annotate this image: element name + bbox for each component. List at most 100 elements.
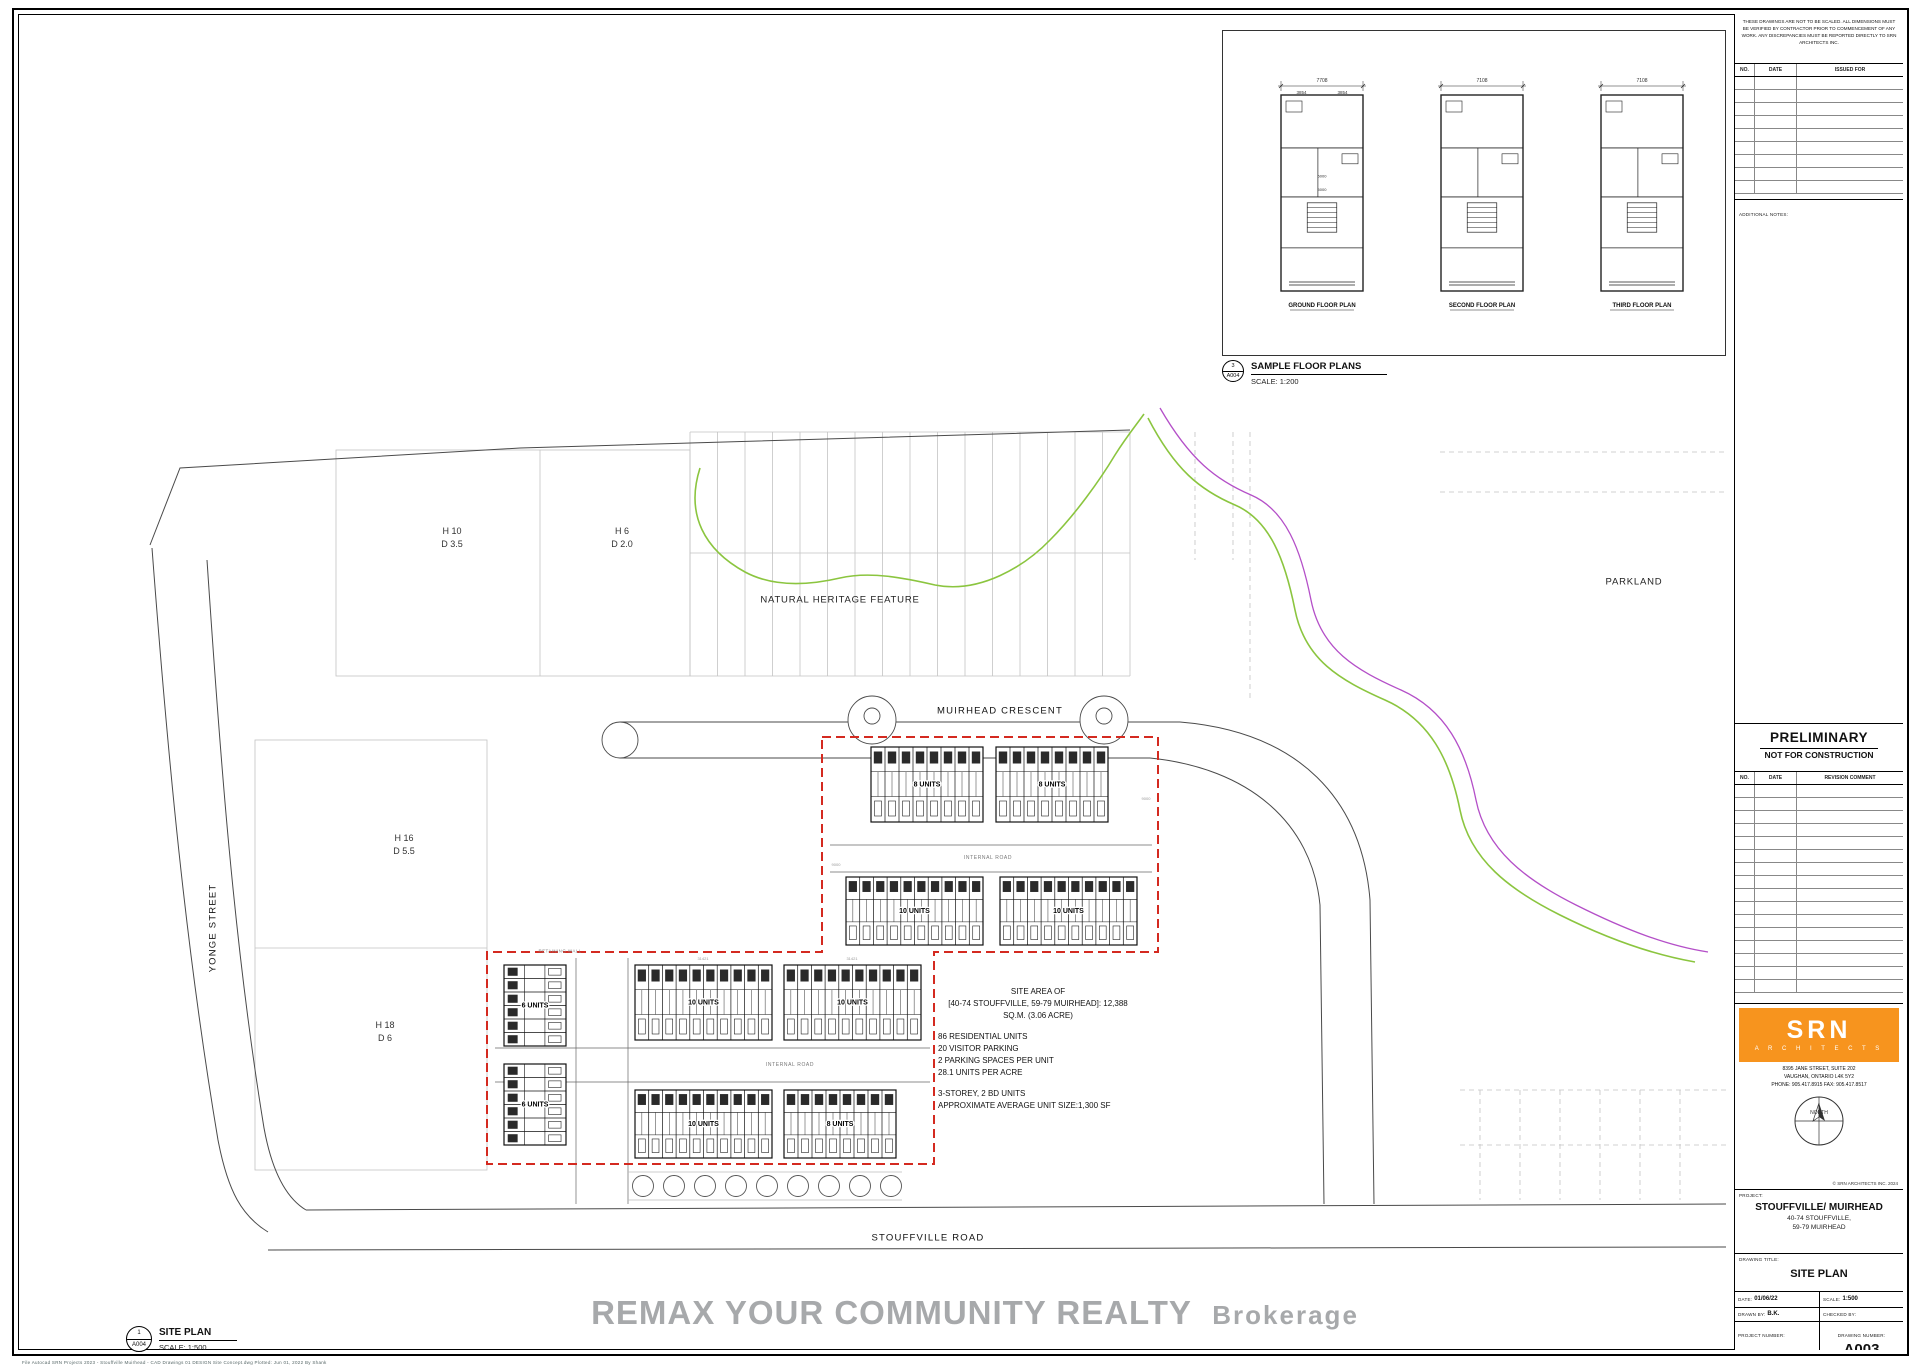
site-plan-title: SITE PLAN (159, 1326, 238, 1341)
srn-architects-logo: SRN A R C H I T E C T S (1739, 1008, 1899, 1062)
culdesac-bulbs (601, 695, 1129, 759)
table-cell (1735, 876, 1755, 888)
yonge-street-west-edge (151, 547, 269, 1233)
unit-count-label: 8 UNITS (914, 782, 941, 789)
tree-circle (725, 1175, 747, 1197)
table-row (1735, 155, 1903, 168)
table-header-row: NO. DATE ISSUED FOR (1735, 64, 1903, 77)
meta-box: DATE:01/06/22 SCALE:1:500 DRAWN BY:B.K. … (1735, 1292, 1903, 1322)
dimension-label: 7708 (1316, 78, 1327, 84)
col-no: NO. (1735, 772, 1755, 784)
stouffville-road-label: STOUFFVILLE ROAD (871, 1232, 985, 1244)
table-cell (1755, 928, 1797, 940)
townhouse-block: 10 UNITS (634, 964, 773, 1041)
tree-circle (849, 1175, 871, 1197)
dimension-label: 3854 (1296, 90, 1307, 95)
table-row (1735, 980, 1903, 993)
table-row (1735, 954, 1903, 967)
natural-heritage-feature-label: NATURAL HERITAGE FEATURE (760, 594, 920, 606)
table-cell (1797, 116, 1903, 128)
table-cell (1797, 798, 1903, 810)
table-cell (1735, 980, 1755, 992)
table-cell (1735, 181, 1755, 193)
table-cell (1735, 129, 1755, 141)
marker-sheet: A004 (1226, 373, 1240, 380)
number-box: PROJECT NUMBER: DRAWING NUMBER: A003 (1735, 1322, 1903, 1350)
firm-block: SRN A R C H I T E C T S 8395 JANE STREET… (1735, 1004, 1903, 1190)
col-date: DATE (1755, 772, 1797, 784)
additional-notes-box: ADDITIONAL NOTES: (1735, 200, 1903, 724)
site-area-text: SITE AREA OF [40-74 STOUFFVILLE, 59-79 M… (948, 987, 1128, 1020)
floor-plan-caption: THIRD FLOOR PLAN (1613, 303, 1672, 309)
table-row (1735, 876, 1903, 889)
table-cell (1755, 824, 1797, 836)
tree-circle (818, 1175, 840, 1197)
disclaimer-note: THESE DRAWINGS ARE NOT TO BE SCALED. ALL… (1735, 14, 1903, 64)
table-cell (1735, 902, 1755, 914)
watermark-sub: Brokerage (1212, 1300, 1359, 1330)
table-row (1735, 928, 1903, 941)
logo-subtext: A R C H I T E C T S (1754, 1046, 1884, 1052)
table-cell (1755, 155, 1797, 167)
heritage-line-upper (694, 413, 1145, 588)
drawing-title-value: SITE PLAN (1790, 1268, 1848, 1280)
table-cell (1797, 889, 1903, 901)
table-cell (1755, 954, 1797, 966)
internal-road-label: INTERNAL ROAD (963, 855, 1013, 861)
dimension-label: 5000 (1318, 187, 1328, 192)
table-cell (1755, 850, 1797, 862)
dimension-label: 7108 (1636, 78, 1647, 84)
checked-by-cell: CHECKED BY: (1819, 1306, 1903, 1321)
marker-number: 3 (1223, 361, 1243, 372)
table-cell (1735, 103, 1755, 115)
firm-copyright: © SRN ARCHITECTS INC. 2024 (1832, 1181, 1898, 1186)
townhouse-block: 10 UNITS (783, 964, 922, 1041)
table-cell (1755, 129, 1797, 141)
tree-circle (663, 1175, 685, 1197)
table-cell (1797, 155, 1903, 167)
title-block: THESE DRAWINGS ARE NOT TO BE SCALED. ALL… (1734, 14, 1903, 1350)
col-no: NO. (1735, 64, 1755, 76)
drawing-title-box: DRAWING TITLE: SITE PLAN (1735, 1254, 1903, 1292)
table-row (1735, 798, 1903, 811)
site-plan-scale: SCALE: 1:500 (159, 1343, 207, 1352)
table-cell (1797, 863, 1903, 875)
file-plot-note: File Autocad SRN Projects 2023 - Stouffv… (22, 1360, 327, 1365)
table-row (1735, 902, 1903, 915)
townhouse-block: 8 UNITS (995, 746, 1109, 823)
project-box: PROJECT: STOUFFVILLE/ MUIRHEAD 40-74 STO… (1735, 1190, 1903, 1254)
table-cell (1755, 90, 1797, 102)
tree-circle (694, 1175, 716, 1197)
heritage-line-ravine (1147, 417, 1696, 963)
scale-cell: SCALE:1:500 (1819, 1292, 1903, 1307)
drawn-by-cell: DRAWN BY:B.K. (1735, 1306, 1819, 1322)
table-cell (1755, 77, 1797, 89)
table-row (1735, 941, 1903, 954)
table-cell (1755, 798, 1797, 810)
table-cell (1797, 902, 1903, 914)
unit-count-label: 10 UNITS (837, 1000, 868, 1007)
date-cell: DATE:01/06/22 (1738, 1296, 1778, 1303)
floor-plans-scale: SCALE: 1:200 (1251, 377, 1299, 386)
townhouse-block: 6 UNITS (503, 1063, 567, 1146)
drawing-number-cell: DRAWING NUMBER: A003 (1819, 1322, 1903, 1350)
dimension-label: 9000 (832, 862, 842, 867)
table-cell (1755, 941, 1797, 953)
watermark-main: REMAX YOUR COMMUNITY REALTY (591, 1294, 1192, 1331)
table-cell (1797, 837, 1903, 849)
dimension-label: 9000 (1142, 796, 1152, 801)
revision-table: NO. DATE REVISION COMMENT (1735, 772, 1903, 1004)
unit-count-label: 10 UNITS (1053, 908, 1084, 915)
table-row (1735, 889, 1903, 902)
table-cell (1735, 155, 1755, 167)
natural-heritage-lines (694, 407, 1709, 963)
preliminary-stamp: PRELIMINARY NOT FOR CONSTRUCTION (1735, 724, 1903, 772)
muirhead-crescent-label: MUIRHEAD CRESCENT (937, 705, 1063, 717)
logo-text: SRN (1786, 1016, 1852, 1044)
